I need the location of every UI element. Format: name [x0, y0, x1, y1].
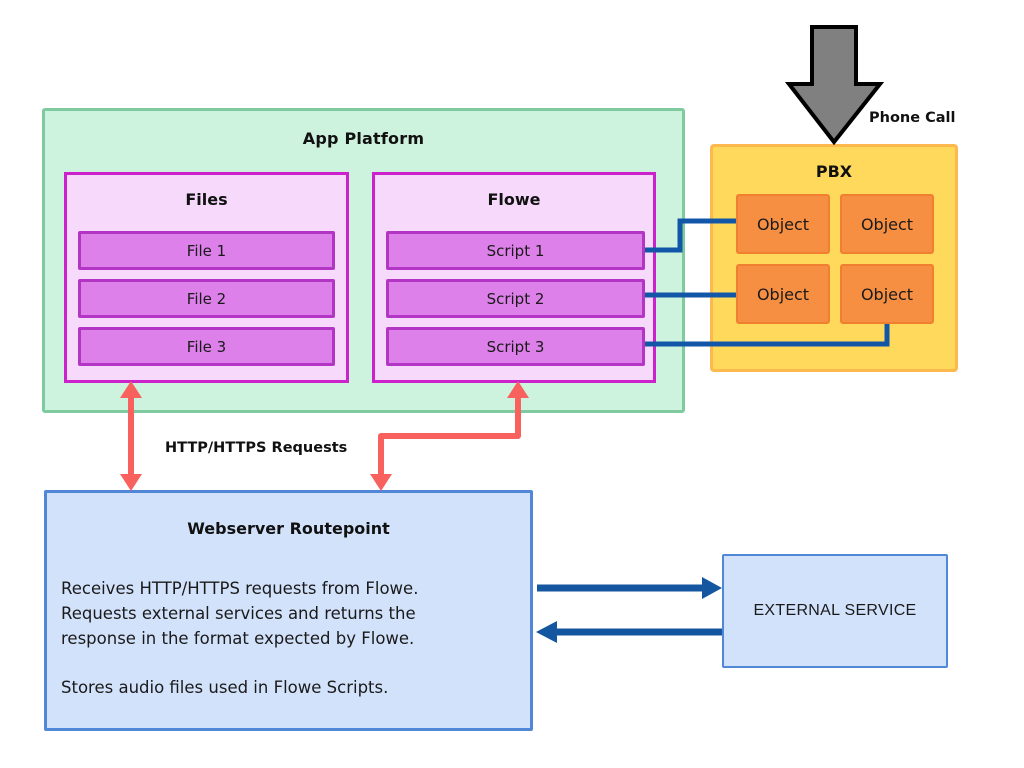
pbx-title: PBX: [815, 162, 853, 181]
list-item-file-2[interactable]: File 2: [78, 279, 335, 318]
external-service-label: EXTERNAL SERVICE: [753, 602, 917, 619]
webserver-description-paragraph-2: Stores audio files used in Flowe Scripts…: [61, 678, 389, 697]
phone-call-arrow-icon: [784, 25, 885, 146]
webserver-routepoint-title: Webserver Routepoint: [187, 519, 390, 538]
connector-external-service-to-webserver: [536, 621, 722, 643]
http-requests-label: HTTP/HTTPS Requests: [165, 440, 348, 456]
external-service-container[interactable]: EXTERNAL SERVICE: [722, 554, 948, 668]
list-item-file-1[interactable]: File 1: [78, 231, 335, 270]
phone-call-label: Phone Call: [869, 110, 956, 126]
webserver-description-paragraph-1: Receives HTTP/HTTPS requests from Flowe.…: [61, 579, 419, 648]
pbx-object-1[interactable]: Object: [736, 194, 830, 254]
pbx-object-3[interactable]: Object: [736, 264, 830, 324]
webserver-routepoint-container[interactable]: Webserver Routepoint Receives HTTP/HTTPS…: [44, 490, 533, 731]
pbx-object-2[interactable]: Object: [840, 194, 934, 254]
pbx-container[interactable]: PBX: [710, 144, 958, 372]
list-item-script-3[interactable]: Script 3: [386, 327, 645, 366]
list-item-file-3[interactable]: File 3: [78, 327, 335, 366]
list-item-script-1[interactable]: Script 1: [386, 231, 645, 270]
files-group-title: Files: [185, 190, 228, 209]
app-platform-title: App Platform: [302, 129, 425, 148]
flowe-group-title: Flowe: [487, 190, 541, 209]
list-item-script-2[interactable]: Script 2: [386, 279, 645, 318]
pbx-object-4[interactable]: Object: [840, 264, 934, 324]
connector-webserver-to-external-service: [537, 577, 722, 599]
